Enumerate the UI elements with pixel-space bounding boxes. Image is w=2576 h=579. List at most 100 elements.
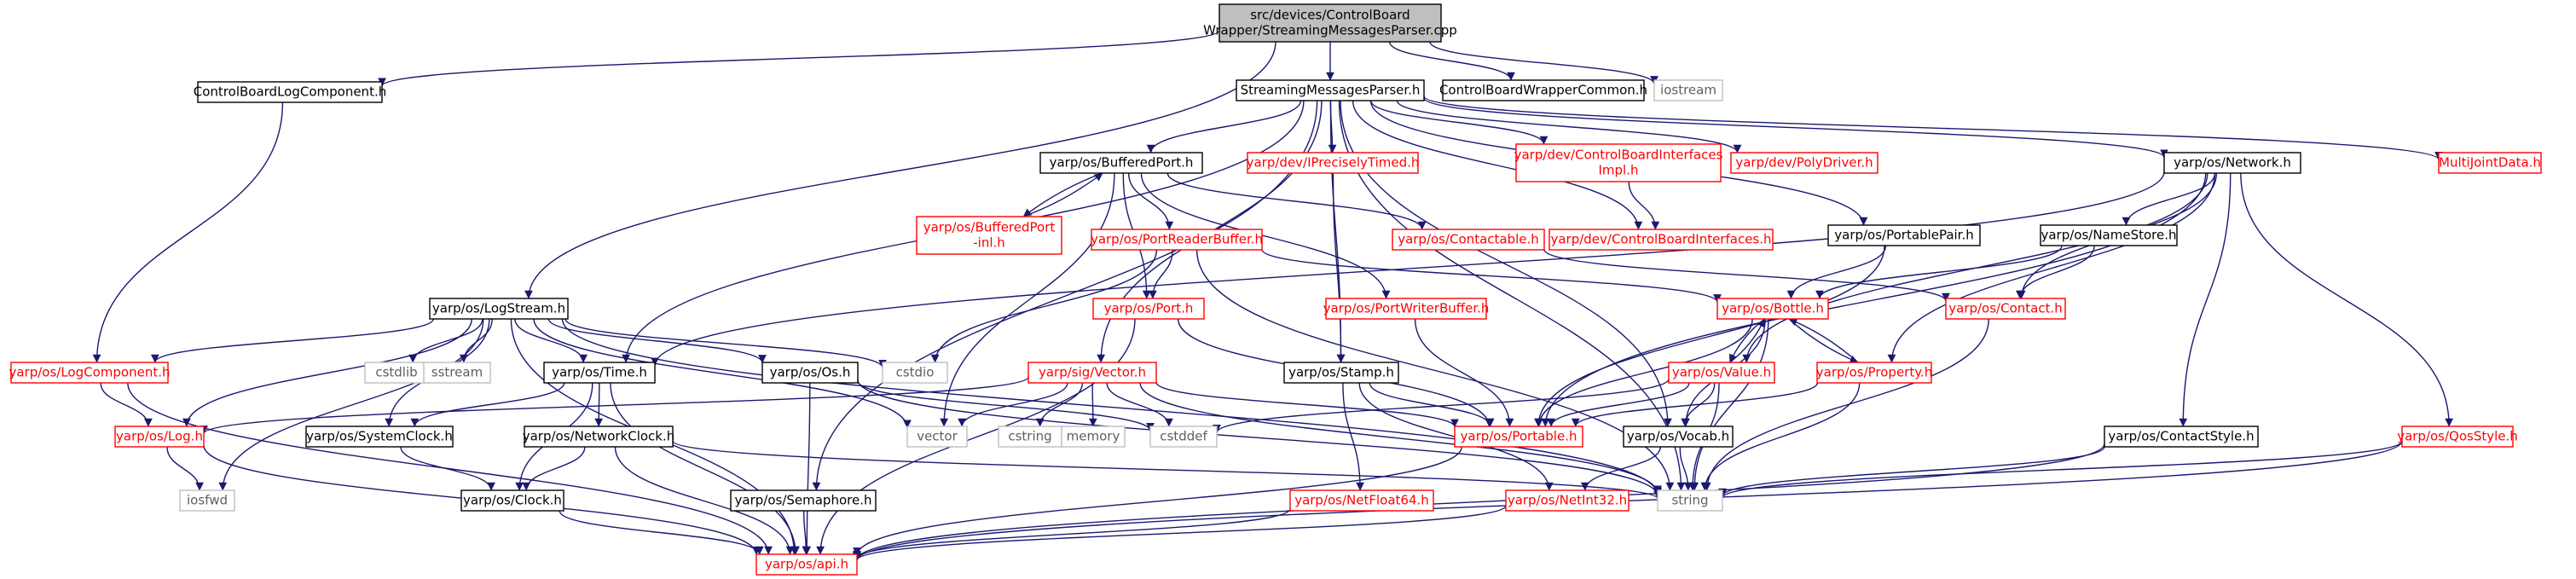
node-box (1454, 426, 1583, 448)
node-label: yarp/os/Port.h (1104, 301, 1194, 316)
node-iprecisely[interactable]: yarp/dev/IPreciselyTimed.h (1247, 152, 1420, 174)
node-prb[interactable]: yarp/os/PortReaderBuffer.h (1091, 229, 1263, 251)
node-string[interactable]: string (1657, 489, 1723, 512)
node-box (423, 362, 491, 384)
node-memory[interactable]: memory (1061, 426, 1126, 448)
node-label: ControlBoardLogComponent.h (194, 84, 386, 100)
node-log[interactable]: yarp/os/Log.h (114, 426, 205, 448)
edge-time-sysclock (410, 382, 565, 427)
node-clock[interactable]: yarp/os/Clock.h (460, 489, 564, 512)
edge-os-api (802, 382, 812, 555)
node-sstream[interactable]: sstream (423, 362, 491, 384)
node-clogc[interactable]: ControlBoardLogComponent.h (194, 81, 386, 103)
node-value[interactable]: yarp/os/Value.h (1668, 362, 1775, 384)
node-label: cstdio (896, 365, 935, 380)
node-box (1039, 152, 1203, 174)
node-smp[interactable]: StreamingMessagesParser.h (1236, 79, 1425, 101)
node-label: cstdlib (375, 365, 417, 380)
node-bufport[interactable]: yarp/os/BufferedPort.h (1039, 152, 1203, 174)
node-pwb[interactable]: yarp/os/PortWriterBuffer.h (1323, 298, 1490, 320)
edges-layer (92, 30, 2454, 561)
node-label: Wrapper/StreamingMessagesParser.cpp (1203, 23, 1457, 38)
node-label: yarp/os/NameStore.h (2041, 228, 2176, 243)
node-sysclock[interactable]: yarp/os/SystemClock.h (305, 426, 454, 448)
node-cstring[interactable]: cstring (998, 426, 1062, 448)
node-box (1283, 362, 1399, 384)
edge-portable-api (853, 446, 1462, 556)
node-namestore[interactable]: yarp/os/NameStore.h (2040, 224, 2178, 246)
node-label: yarp/os/Log.h (116, 429, 203, 444)
node-label: string (1671, 493, 1708, 508)
node-box (1623, 426, 1734, 448)
edge-value-bottle (1729, 318, 1766, 363)
node-qosstyle[interactable]: yarp/os/QosStyle.h (2397, 426, 2518, 448)
node-cstddef[interactable]: cstddef (1149, 426, 1218, 448)
edge-clogc-logcomp (92, 101, 284, 363)
edge-logstream-sstream (459, 318, 493, 363)
node-label: yarp/os/NetFloat64.h (1294, 493, 1429, 508)
node-box (1092, 298, 1205, 320)
node-iosfwd[interactable]: iosfwd (179, 489, 235, 512)
node-box (1548, 229, 1774, 251)
node-label: yarp/os/Vocab.h (1627, 429, 1729, 444)
node-netint[interactable]: yarp/os/NetInt32.h (1505, 489, 1630, 512)
node-port[interactable]: yarp/os/Port.h (1092, 298, 1205, 320)
node-cstdio[interactable]: cstdio (882, 362, 948, 384)
node-contactable[interactable]: yarp/os/Contactable.h (1392, 229, 1545, 251)
node-root[interactable]: src/devices/ControlBoardWrapper/Streamin… (1203, 3, 1457, 43)
node-cbwc[interactable]: ControlBoardWrapperCommon.h (1439, 79, 1647, 101)
node-bufportinl[interactable]: yarp/os/BufferedPort-inl.h (916, 216, 1062, 255)
edge-clock-api (559, 510, 764, 555)
node-label: yarp/os/Time.h (552, 365, 647, 380)
edge-root-clogc (378, 30, 1220, 87)
node-portable[interactable]: yarp/os/Portable.h (1454, 426, 1583, 448)
node-sigvector[interactable]: yarp/sig/Vector.h (1028, 362, 1157, 384)
node-cstdlib[interactable]: cstdlib (364, 362, 429, 384)
node-logstream[interactable]: yarp/os/LogStream.h (429, 298, 569, 320)
edge-qosstyle-api (853, 440, 2403, 561)
node-label: yarp/os/Stamp.h (1288, 365, 1394, 380)
node-box (364, 362, 429, 384)
node-label: yarp/os/ContactStyle.h (2108, 429, 2254, 444)
node-vector[interactable]: vector (906, 426, 968, 448)
node-label: Impl.h (1599, 163, 1639, 178)
node-netfloat[interactable]: yarp/os/NetFloat64.h (1289, 489, 1434, 512)
node-box (1945, 298, 2066, 320)
edge-bufport-pwb (1140, 172, 1391, 299)
node-label: yarp/os/BufferedPort (923, 220, 1056, 235)
node-label: yarp/os/LogComponent.h (9, 365, 170, 380)
node-semaphore[interactable]: yarp/os/Semaphore.h (730, 489, 877, 512)
node-contactstyle[interactable]: yarp/os/ContactStyle.h (2104, 426, 2259, 448)
edge-prb-bottle (1261, 249, 1722, 303)
node-label: yarp/os/QosStyle.h (2397, 429, 2518, 444)
node-bottle[interactable]: yarp/os/Bottle.h (1716, 298, 1829, 320)
node-multijoint[interactable]: MultiJointData.h (2438, 152, 2542, 174)
node-stamp[interactable]: yarp/os/Stamp.h (1283, 362, 1399, 384)
edge-bufport-prb (1127, 172, 1174, 230)
edge-smp-multijoint (1423, 96, 2443, 160)
node-label: yarp/os/SystemClock.h (306, 429, 453, 444)
node-logcomp[interactable]: yarp/os/LogComponent.h (9, 362, 171, 384)
node-polydriver[interactable]: yarp/dev/PolyDriver.h (1730, 152, 1878, 174)
node-cbi[interactable]: yarp/dev/ControlBoardInterfaces.h (1548, 229, 1774, 251)
node-os[interactable]: yarp/os/Os.h (761, 362, 859, 384)
node-network[interactable]: yarp/os/Network.h (2163, 152, 2301, 174)
node-api[interactable]: yarp/os/api.h (755, 553, 858, 576)
node-label: yarp/os/Contact.h (1948, 301, 2063, 316)
node-portablepair[interactable]: yarp/os/PortablePair.h (1827, 224, 1981, 246)
node-contact[interactable]: yarp/os/Contact.h (1945, 298, 2066, 320)
edge-bufportinl-bufport (1022, 172, 1103, 217)
node-label: yarp/os/Value.h (1672, 365, 1771, 380)
edge-smp-bufport (1146, 100, 1302, 153)
node-property[interactable]: yarp/os/Property.h (1816, 362, 1932, 384)
node-iostream[interactable]: iostream (1653, 79, 1723, 101)
node-vocab[interactable]: yarp/os/Vocab.h (1623, 426, 1734, 448)
node-netclock[interactable]: yarp/os/NetworkClock.h (523, 426, 675, 448)
node-time[interactable]: yarp/os/Time.h (543, 362, 656, 384)
edge-root-logstream (524, 41, 1276, 299)
edge-stamp-netfloat (1342, 382, 1364, 491)
edge-netclock-clock (522, 446, 586, 491)
node-box (1668, 362, 1775, 384)
